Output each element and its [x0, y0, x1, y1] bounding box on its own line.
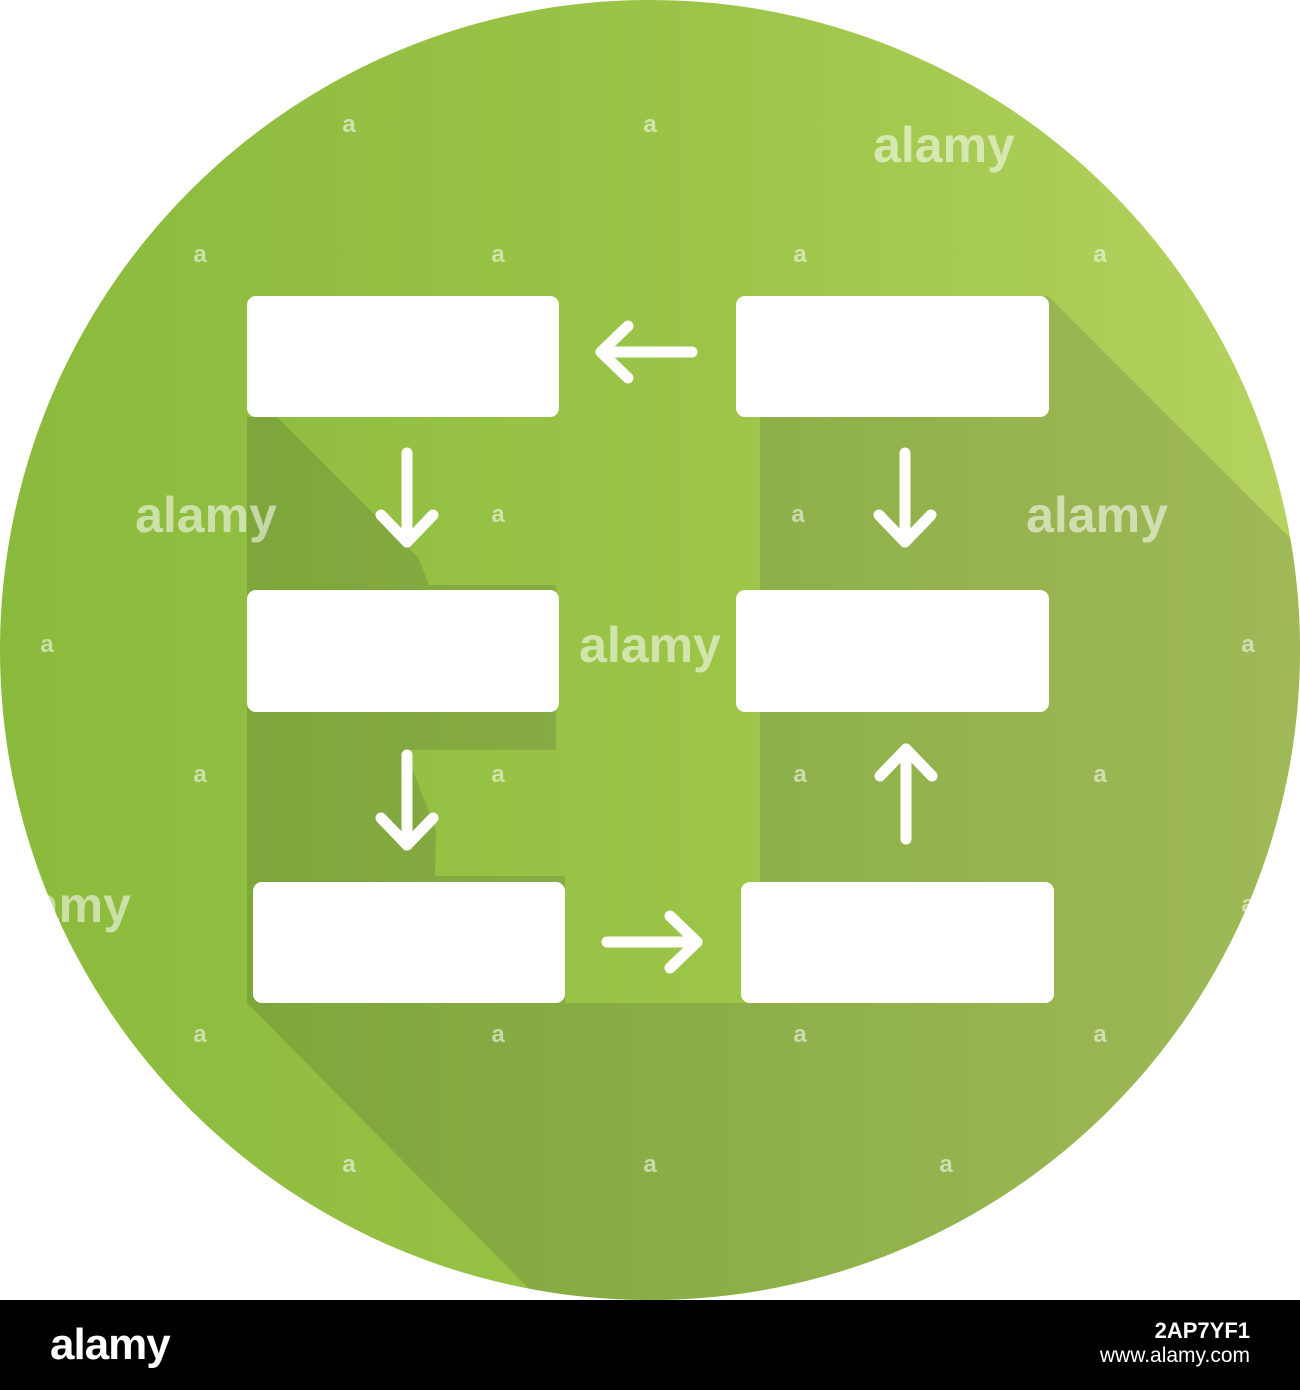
flow-boxes: [247, 296, 1054, 1003]
bottom-left-box: [253, 882, 565, 1003]
long-shadow: [247, 296, 1300, 1300]
flow-arrows: [375, 320, 938, 974]
arrow-up-icon: [874, 743, 938, 845]
watermark-text: alamy: [0, 877, 131, 933]
watermark-mark: a: [491, 241, 505, 268]
watermark-mark: a: [193, 1021, 207, 1048]
bottom-right-box: [741, 882, 1054, 1003]
watermark-mark: a: [791, 501, 805, 528]
middle-left-box: [247, 590, 559, 712]
watermark-mark: a: [1093, 241, 1107, 268]
arrow-down-icon: [375, 447, 439, 548]
watermark-mark: a: [193, 241, 207, 268]
image-info: 2AP7YF1 www.alamy.com: [1100, 1318, 1250, 1368]
arrow-right-icon: [601, 910, 703, 974]
top-right-box: [736, 296, 1049, 417]
flowchart-icon-canvas: alamy alamy alamy alamy alamy a a a a a a a a a a a a a a a…: [0, 0, 1300, 1300]
top-left-box: [247, 296, 559, 417]
watermark-mark: a: [342, 1151, 356, 1178]
arrow-left-icon: [595, 320, 698, 384]
site-url: www.alamy.com: [1099, 1344, 1250, 1367]
watermark-mark: a: [1241, 631, 1255, 658]
watermark-mark: a: [491, 761, 505, 788]
watermark-text: alamy: [1026, 487, 1168, 543]
watermark-mark: a: [1093, 761, 1107, 788]
middle-right-box: [736, 590, 1049, 712]
watermark-mark: a: [939, 1151, 953, 1178]
watermark-mark: a: [40, 631, 54, 658]
image-id: 2AP7YF1: [1154, 1318, 1250, 1343]
watermark-text: alamy: [135, 487, 277, 543]
watermark-mark: a: [1093, 1021, 1107, 1048]
watermark-layer: alamy alamy alamy alamy alamy a a a a a a a a a a a a a a a…: [0, 111, 1255, 1178]
alamy-logo: alamy: [50, 1320, 171, 1369]
watermark-mark: a: [643, 111, 657, 138]
watermark-mark: a: [793, 761, 807, 788]
watermark-text: alamy: [873, 117, 1015, 173]
watermark-mark: a: [491, 501, 505, 528]
arrow-down-icon: [873, 447, 937, 548]
watermark-mark: a: [793, 1021, 807, 1048]
watermark-mark: a: [793, 241, 807, 268]
watermark-mark: a: [1241, 891, 1255, 918]
watermark-mark: a: [342, 111, 356, 138]
watermark-mark: a: [643, 1151, 657, 1178]
stock-footer-bar: alamy 2AP7YF1 www.alamy.com: [0, 1300, 1300, 1390]
watermark-mark: a: [193, 761, 207, 788]
watermark-text: alamy: [579, 617, 721, 673]
arrow-down-icon: [375, 749, 439, 851]
watermark-mark: a: [491, 1021, 505, 1048]
